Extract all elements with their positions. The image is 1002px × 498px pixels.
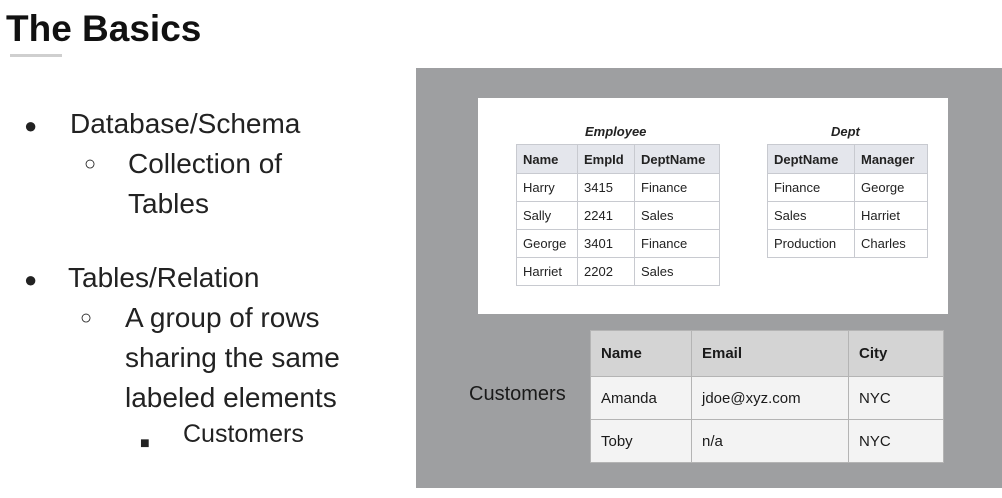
table-cell: Sally bbox=[516, 201, 578, 230]
sub-bullet-collection-of-tables: Collection of Tables bbox=[128, 148, 283, 219]
table-cell: NYC bbox=[848, 419, 944, 463]
table-cell: 3401 bbox=[577, 229, 635, 258]
table-cell: NYC bbox=[848, 376, 944, 420]
column-header: Manager bbox=[854, 144, 928, 174]
dept-table-caption: Dept bbox=[831, 124, 860, 139]
sub-sub-bullet-customers: Customers bbox=[183, 420, 304, 448]
table-cell: 2202 bbox=[577, 257, 635, 286]
table-header-row: DeptName Manager bbox=[767, 144, 928, 174]
customers-label: Customers bbox=[469, 383, 566, 405]
table-row: Amanda jdoe@xyz.com NYC bbox=[590, 376, 944, 420]
table-row: George 3401 Finance bbox=[516, 229, 720, 258]
table-cell: Production bbox=[767, 229, 855, 258]
employee-table-caption: Employee bbox=[585, 124, 647, 139]
employee-table: Name EmpId DeptName Harry 3415 Finance S… bbox=[516, 144, 720, 286]
bullet-database-schema: Database/Schema bbox=[70, 108, 301, 139]
table-cell: Finance bbox=[767, 173, 855, 202]
table-cell: Amanda bbox=[590, 376, 692, 420]
column-header: Name bbox=[516, 144, 578, 174]
table-cell: Harriet bbox=[854, 201, 928, 230]
table-row: Sally 2241 Sales bbox=[516, 201, 720, 230]
bullet-tables-relation: Tables/Relation bbox=[68, 262, 260, 293]
table-row: Sales Harriet bbox=[767, 201, 928, 230]
column-header: City bbox=[848, 330, 944, 377]
slide-title: The Basics bbox=[6, 8, 202, 49]
sub-sub-bullet-marker: ■ bbox=[140, 435, 150, 452]
table-cell: Sales bbox=[634, 201, 720, 230]
bullet-marker: ● bbox=[24, 267, 38, 292]
table-cell: Sales bbox=[634, 257, 720, 286]
table-cell: Sales bbox=[767, 201, 855, 230]
bullet-marker: ● bbox=[24, 113, 38, 138]
table-row: Production Charles bbox=[767, 229, 928, 258]
table-row: Harry 3415 Finance bbox=[516, 173, 720, 202]
sub-bullet-marker: ○ bbox=[84, 153, 97, 175]
table-cell: George bbox=[516, 229, 578, 258]
table-header-row: Name Email City bbox=[590, 330, 944, 377]
column-header: Email bbox=[691, 330, 849, 377]
table-row: Harriet 2202 Sales bbox=[516, 257, 720, 286]
table-cell: Charles bbox=[854, 229, 928, 258]
sub-bullet-group-of-rows: A group of rows sharing the same labeled… bbox=[125, 302, 340, 413]
table-cell: Harry bbox=[516, 173, 578, 202]
column-header: EmpId bbox=[577, 144, 635, 174]
table-header-row: Name EmpId DeptName bbox=[516, 144, 720, 174]
column-header: DeptName bbox=[634, 144, 720, 174]
table-cell: Finance bbox=[634, 229, 720, 258]
table-row: Toby n/a NYC bbox=[590, 419, 944, 463]
table-cell: Finance bbox=[634, 173, 720, 202]
dept-table: DeptName Manager Finance George Sales Ha… bbox=[767, 144, 928, 258]
table-cell: n/a bbox=[691, 419, 849, 463]
table-cell: George bbox=[854, 173, 928, 202]
table-cell: Toby bbox=[590, 419, 692, 463]
table-cell: 2241 bbox=[577, 201, 635, 230]
column-header: DeptName bbox=[767, 144, 855, 174]
table-row: Finance George bbox=[767, 173, 928, 202]
table-cell: 3415 bbox=[577, 173, 635, 202]
sub-bullet-marker: ○ bbox=[80, 307, 93, 329]
customers-table: Name Email City Amanda jdoe@xyz.com NYC … bbox=[590, 330, 944, 463]
title-underline bbox=[10, 54, 62, 57]
column-header: Name bbox=[590, 330, 692, 377]
table-cell: Harriet bbox=[516, 257, 578, 286]
table-cell: jdoe@xyz.com bbox=[691, 376, 849, 420]
